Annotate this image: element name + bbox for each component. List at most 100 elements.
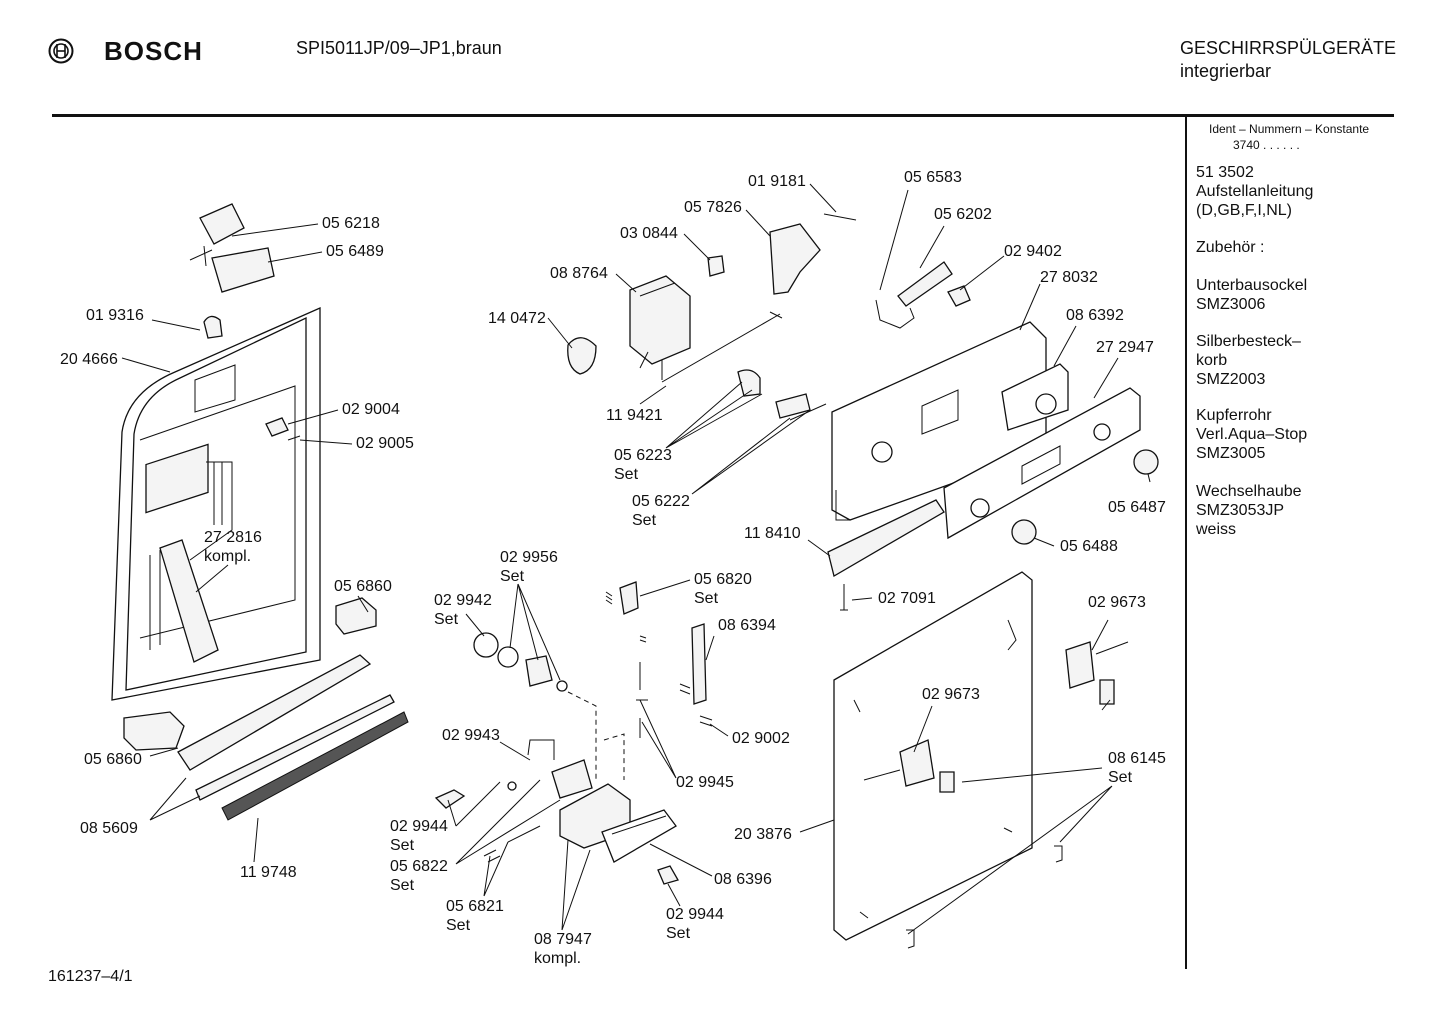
rail-strip bbox=[828, 500, 944, 576]
part-label: 05 6222 bbox=[632, 493, 690, 510]
part-label: 05 6820 bbox=[694, 571, 752, 588]
part-label: 05 7826 bbox=[684, 199, 742, 216]
part-label-note: Set bbox=[1108, 769, 1133, 786]
exploded-parts-drawing bbox=[0, 0, 1180, 1019]
part-label: 02 9005 bbox=[356, 435, 414, 452]
part-label: 03 0844 bbox=[620, 225, 678, 242]
sidebar-line: korb bbox=[1196, 352, 1228, 369]
leader-lines bbox=[122, 184, 1150, 934]
part-label-note: Set bbox=[632, 512, 657, 529]
part-label: 02 9944 bbox=[666, 906, 724, 923]
sidebar-line: SMZ3006 bbox=[1196, 296, 1266, 313]
sidebar-block-pipe: Kupferrohr Verl.Aqua–Stop SMZ3005 bbox=[1196, 406, 1307, 463]
part-label-note: Set bbox=[446, 917, 471, 934]
sidebar-line: SMZ3053JP bbox=[1196, 502, 1285, 519]
part-label: 01 9316 bbox=[86, 307, 144, 324]
foam-block-right bbox=[336, 598, 376, 634]
part-label: 11 9421 bbox=[606, 407, 663, 424]
knob-left bbox=[1012, 520, 1036, 544]
sidebar-line: weiss bbox=[1196, 521, 1237, 538]
part-label: 05 6487 bbox=[1108, 499, 1166, 516]
sidebar-block-basket: Silberbesteck– korb SMZ2003 bbox=[1196, 332, 1301, 389]
detergent-dispenser-parts bbox=[436, 633, 678, 884]
part-label: 05 6821 bbox=[446, 898, 504, 915]
sidebar-line: 51 3502 bbox=[1196, 164, 1254, 181]
part-label: 05 6223 bbox=[614, 447, 672, 464]
sidebar-line: Verl.Aqua–Stop bbox=[1196, 426, 1308, 443]
part-label: 27 2816 bbox=[204, 529, 262, 546]
door-handle-parts bbox=[190, 204, 300, 440]
sidebar-line: Aufstellanleitung bbox=[1196, 183, 1314, 200]
part-label-note: Set bbox=[614, 466, 639, 483]
part-label: 08 6145 bbox=[1108, 750, 1166, 767]
screw-027091 bbox=[840, 584, 848, 610]
inner-door-panel bbox=[112, 308, 320, 700]
part-label: 08 8764 bbox=[550, 265, 608, 282]
sidebar-block-base: Unterbausockel SMZ3006 bbox=[1196, 276, 1307, 314]
part-label-note: Set bbox=[500, 568, 525, 585]
ident-value: 3740 . . . . . . bbox=[1233, 138, 1300, 152]
part-label: 02 9002 bbox=[732, 730, 790, 747]
door-switch-parts bbox=[876, 262, 970, 328]
part-label-note: Set bbox=[390, 877, 415, 894]
foam-block-left bbox=[124, 712, 184, 750]
part-label-note: Set bbox=[694, 590, 719, 607]
part-label: 05 6489 bbox=[326, 243, 384, 260]
part-label: 20 4666 bbox=[60, 351, 118, 368]
part-label: 01 9181 bbox=[748, 173, 806, 190]
part-label: 11 9748 bbox=[240, 864, 297, 881]
part-label: 11 8410 bbox=[744, 525, 801, 542]
ident-title: Ident – Nummern – Konstante bbox=[1209, 122, 1370, 136]
part-label: 08 7947 bbox=[534, 931, 592, 948]
sidebar-block-cover: Wechselhaube SMZ3053JP weiss bbox=[1196, 482, 1302, 539]
control-panel bbox=[832, 322, 1068, 520]
sidebar-line: SMZ3005 bbox=[1196, 445, 1266, 462]
header-divider bbox=[52, 114, 1394, 117]
part-label: 02 9944 bbox=[390, 818, 448, 835]
sidebar-line: Unterbausockel bbox=[1196, 277, 1308, 294]
part-label: 08 6394 bbox=[718, 617, 776, 634]
part-label: 02 9673 bbox=[1088, 594, 1146, 611]
sidebar-block-accessories: Zubehör : bbox=[1196, 238, 1264, 257]
part-label: 05 6860 bbox=[334, 578, 392, 595]
part-label: 08 6396 bbox=[714, 871, 772, 888]
spring-lever-parts bbox=[606, 582, 712, 738]
part-label: 02 9402 bbox=[1004, 243, 1062, 260]
sidebar-line: Zubehör : bbox=[1196, 239, 1265, 256]
sidebar-block-manual: 51 3502 Aufstellanleitung (D,GB,F,I,NL) bbox=[1196, 163, 1313, 220]
part-label: 05 6822 bbox=[390, 858, 448, 875]
part-label: 05 6488 bbox=[1060, 538, 1118, 555]
sidebar-line: (D,GB,F,I,NL) bbox=[1196, 202, 1293, 219]
category-title: GESCHIRRSPÜLGERÄTE bbox=[1180, 38, 1397, 58]
part-label: 20 3876 bbox=[734, 826, 792, 843]
part-label: 27 2947 bbox=[1096, 339, 1154, 356]
outer-door-panel bbox=[834, 572, 1032, 940]
part-label-note: kompl. bbox=[204, 548, 252, 565]
part-label: 08 6392 bbox=[1066, 307, 1124, 324]
part-label-note: Set bbox=[434, 611, 459, 628]
part-label-note: Set bbox=[666, 925, 691, 942]
knob-right bbox=[1134, 450, 1158, 474]
bottom-trim-top bbox=[178, 655, 370, 770]
document-number: 161237–4/1 bbox=[48, 968, 133, 985]
part-label: 02 9942 bbox=[434, 592, 492, 609]
part-label: 05 6860 bbox=[84, 751, 142, 768]
part-label: 02 9004 bbox=[342, 401, 400, 418]
part-label: 02 9943 bbox=[442, 727, 500, 744]
timer-assembly bbox=[568, 214, 856, 420]
sidebar-line: SMZ2003 bbox=[1196, 371, 1266, 388]
category-subtitle: integrierbar bbox=[1180, 61, 1272, 81]
hinge-parts-right bbox=[906, 642, 1128, 948]
part-label: 02 9945 bbox=[676, 774, 734, 791]
front-fascia bbox=[944, 388, 1140, 538]
part-label-note: kompl. bbox=[534, 950, 582, 967]
part-label: 02 9673 bbox=[922, 686, 980, 703]
part-label: 02 7091 bbox=[878, 590, 936, 607]
sidebar-line: Wechselhaube bbox=[1196, 483, 1302, 500]
part-label: 05 6202 bbox=[934, 206, 992, 223]
brand-name: BOSCH bbox=[104, 36, 203, 66]
sidebar-line: Silberbesteck– bbox=[1196, 333, 1301, 350]
part-label: 05 6583 bbox=[904, 169, 962, 186]
part-label: 27 8032 bbox=[1040, 269, 1098, 286]
model-number: SPI5011JP/09–JP1,braun bbox=[296, 38, 502, 58]
